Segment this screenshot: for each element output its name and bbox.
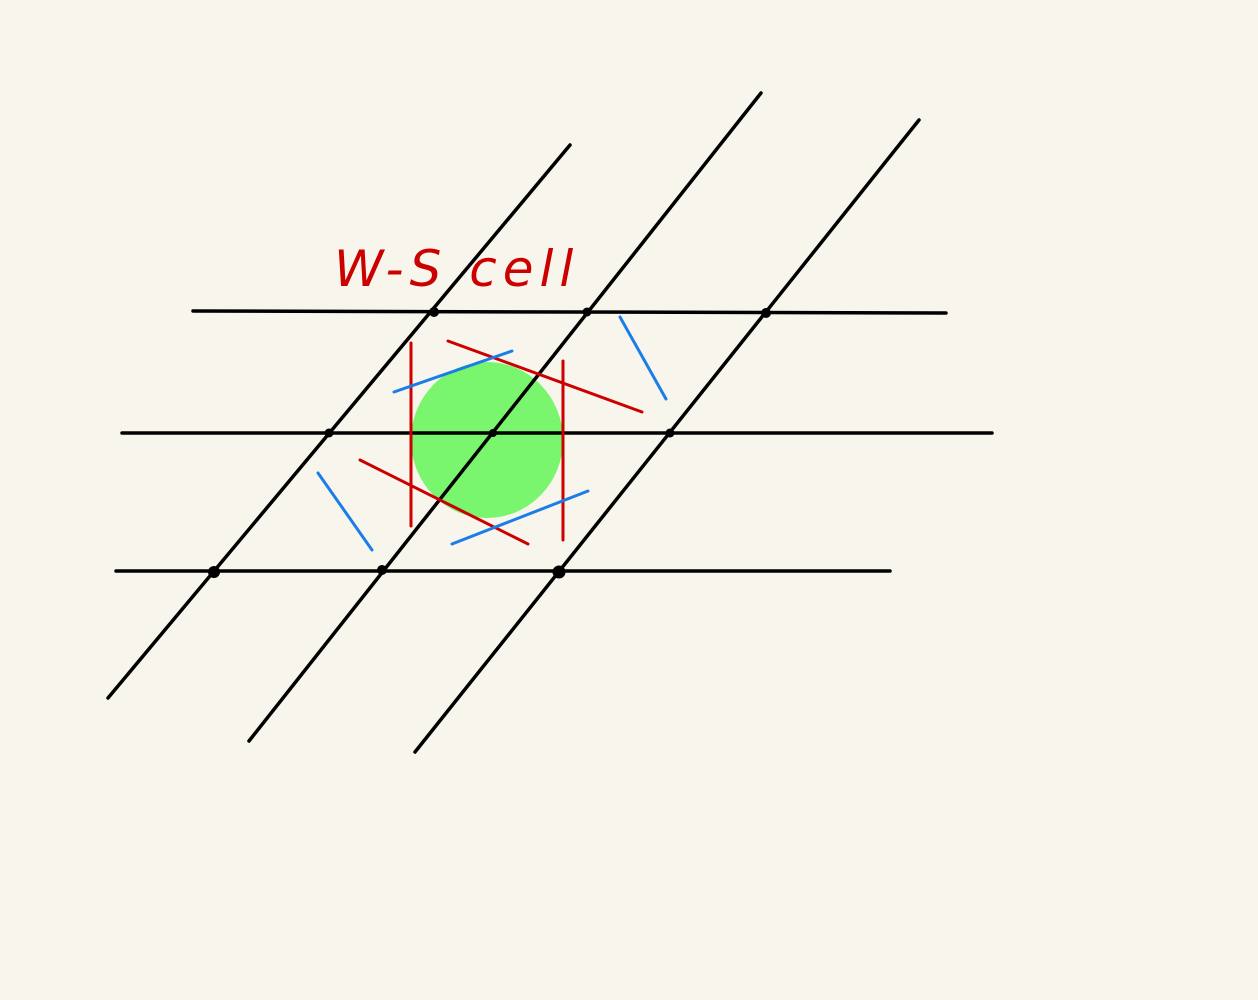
red-bisector-upper-diagonal — [446, 339, 644, 414]
lattice-point-center — [489, 429, 497, 437]
slanted-line-center — [247, 91, 763, 743]
blue-bisector-lower — [450, 489, 590, 546]
slanted-line-left — [106, 143, 572, 700]
horizontal-lattice-lines — [114, 309, 994, 573]
lattice-points — [208, 307, 771, 579]
red-bisector-lines — [358, 339, 644, 546]
lattice-point — [324, 428, 334, 438]
lattice-point — [761, 308, 771, 318]
lattice-point — [377, 565, 387, 575]
ws-cell-label: W-S cell — [334, 240, 579, 298]
lattice-point — [429, 307, 439, 317]
blue-bisector-lines — [316, 315, 668, 552]
lattice-point — [665, 428, 675, 438]
blue-bisector-upper — [392, 349, 514, 394]
horizontal-line-top — [191, 309, 948, 315]
blue-bisector-left — [316, 471, 374, 552]
red-bisector-lower-diagonal — [358, 458, 530, 546]
lattice-point — [582, 307, 592, 317]
lattice-point — [208, 566, 220, 578]
lattice-point — [552, 565, 566, 579]
blue-bisector-right — [618, 315, 668, 401]
